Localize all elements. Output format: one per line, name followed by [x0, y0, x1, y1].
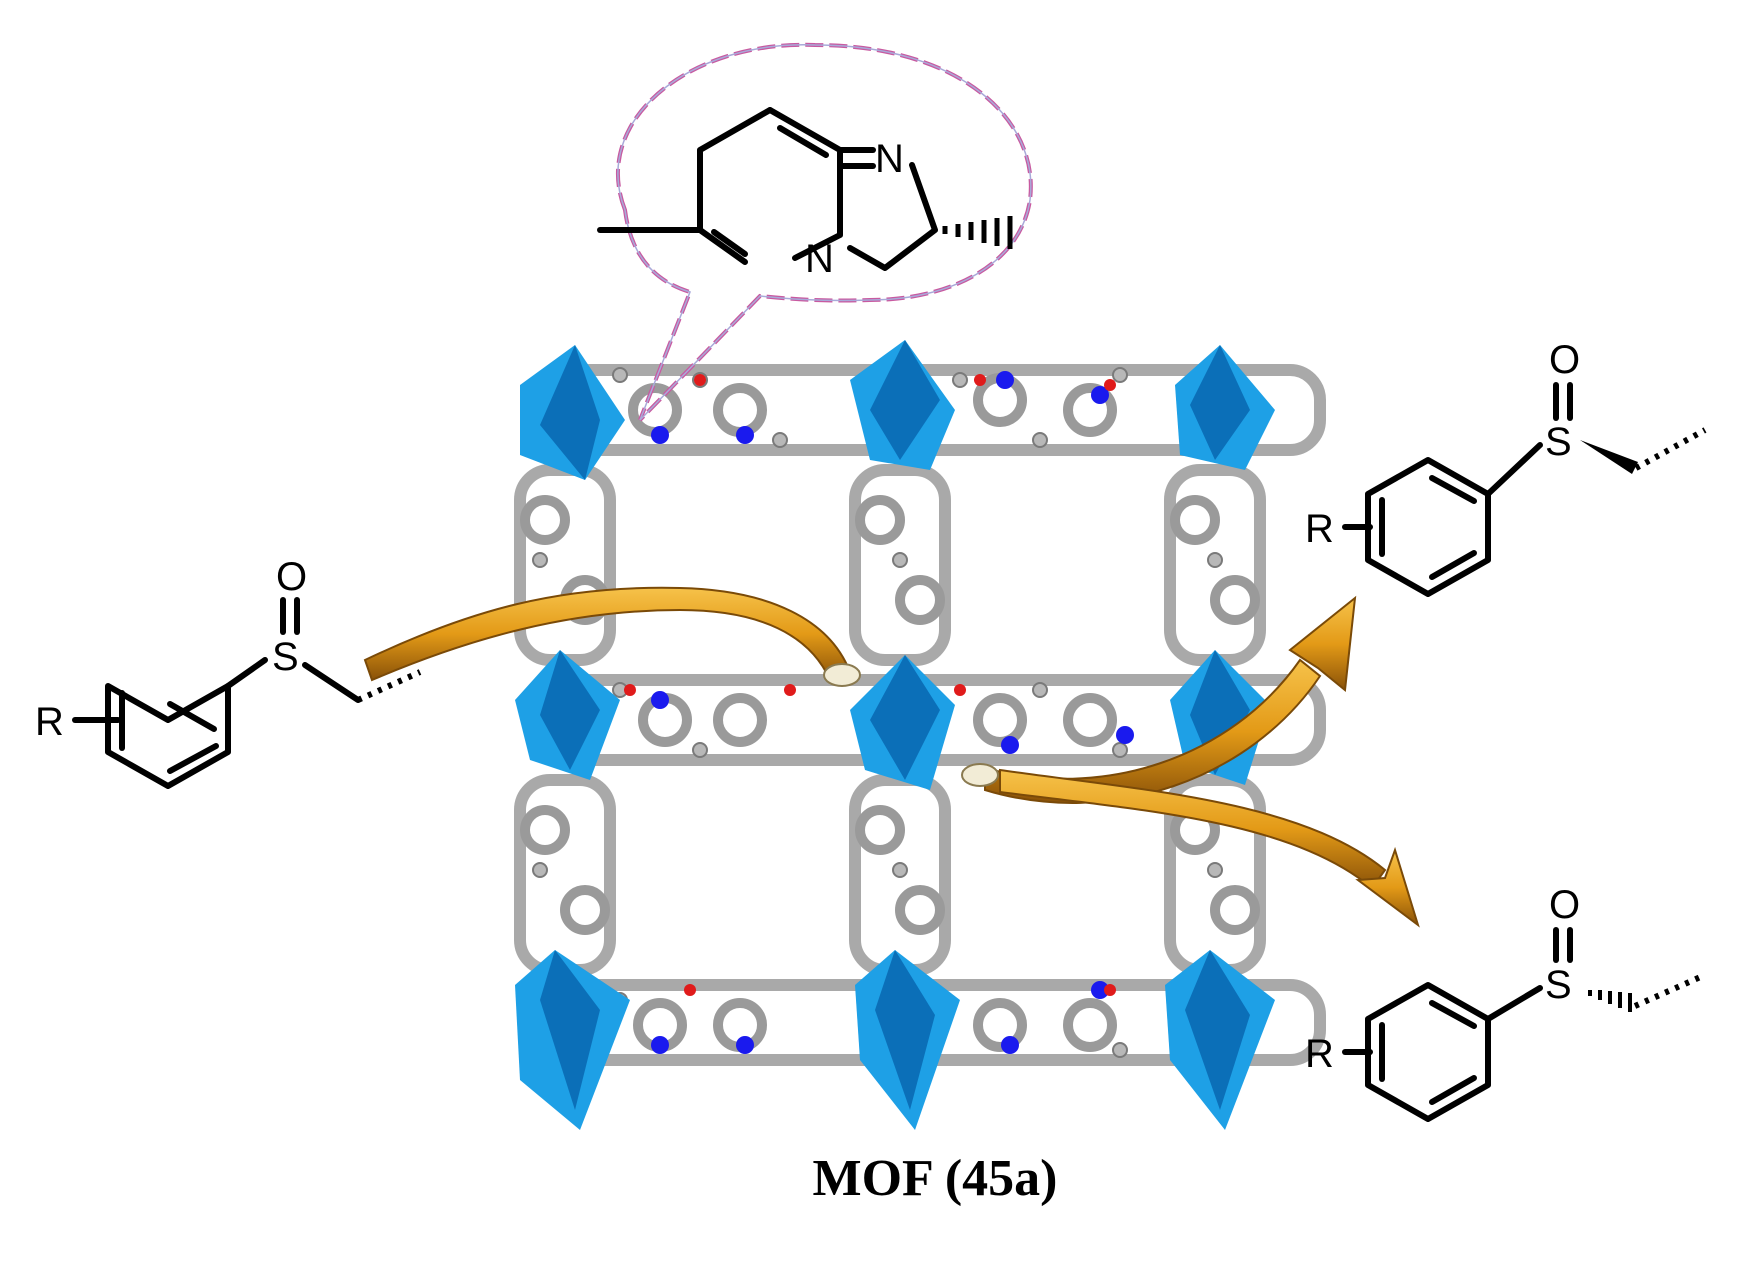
- sulfur-label: S: [1545, 420, 1572, 464]
- polyhedron-node: [1165, 950, 1275, 1130]
- mof-framework: [514, 340, 1326, 1130]
- polyhedron-node: [850, 340, 955, 470]
- r-group-label: R: [1305, 1032, 1334, 1076]
- polyhedron-node: [515, 950, 630, 1130]
- polyhedron-node: [520, 345, 625, 480]
- framework-heteroatoms: [624, 371, 1134, 1054]
- polyhedron-node: [850, 655, 955, 790]
- oxygen-label: O: [276, 555, 307, 599]
- reaction-arrow: [363, 586, 861, 687]
- metal-polyhedra: [515, 340, 1275, 1130]
- ligand-inset-balloon: [616, 42, 1033, 422]
- r-group-label: R: [35, 700, 64, 744]
- polyhedron-node: [1175, 345, 1275, 470]
- polyhedron-node: [855, 950, 960, 1130]
- ligand-n-label: N: [805, 237, 834, 281]
- ligand-n-label: N: [875, 137, 904, 181]
- oxygen-label: O: [1549, 883, 1580, 927]
- hashed-bond: [1588, 990, 1632, 1012]
- product-sulfoxide-structure: R S O: [1305, 883, 1707, 1122]
- polyhedron-node: [515, 650, 620, 780]
- ligand-structure-inset: N N: [597, 107, 1013, 281]
- substrate-sulfoxide-structure: R S O: [35, 555, 422, 789]
- product-sulfoxide-structure: R S O: [1305, 338, 1707, 597]
- oxygen-label: O: [1549, 338, 1580, 382]
- figure-caption: MOF (45a): [813, 1150, 1058, 1207]
- sulfur-label: S: [272, 635, 299, 679]
- hashed-bond: [942, 216, 1013, 249]
- wedge-bond: [1580, 440, 1638, 474]
- sulfur-label: S: [1545, 963, 1572, 1007]
- reaction-arrow: [999, 768, 1420, 928]
- r-group-label: R: [1305, 507, 1334, 551]
